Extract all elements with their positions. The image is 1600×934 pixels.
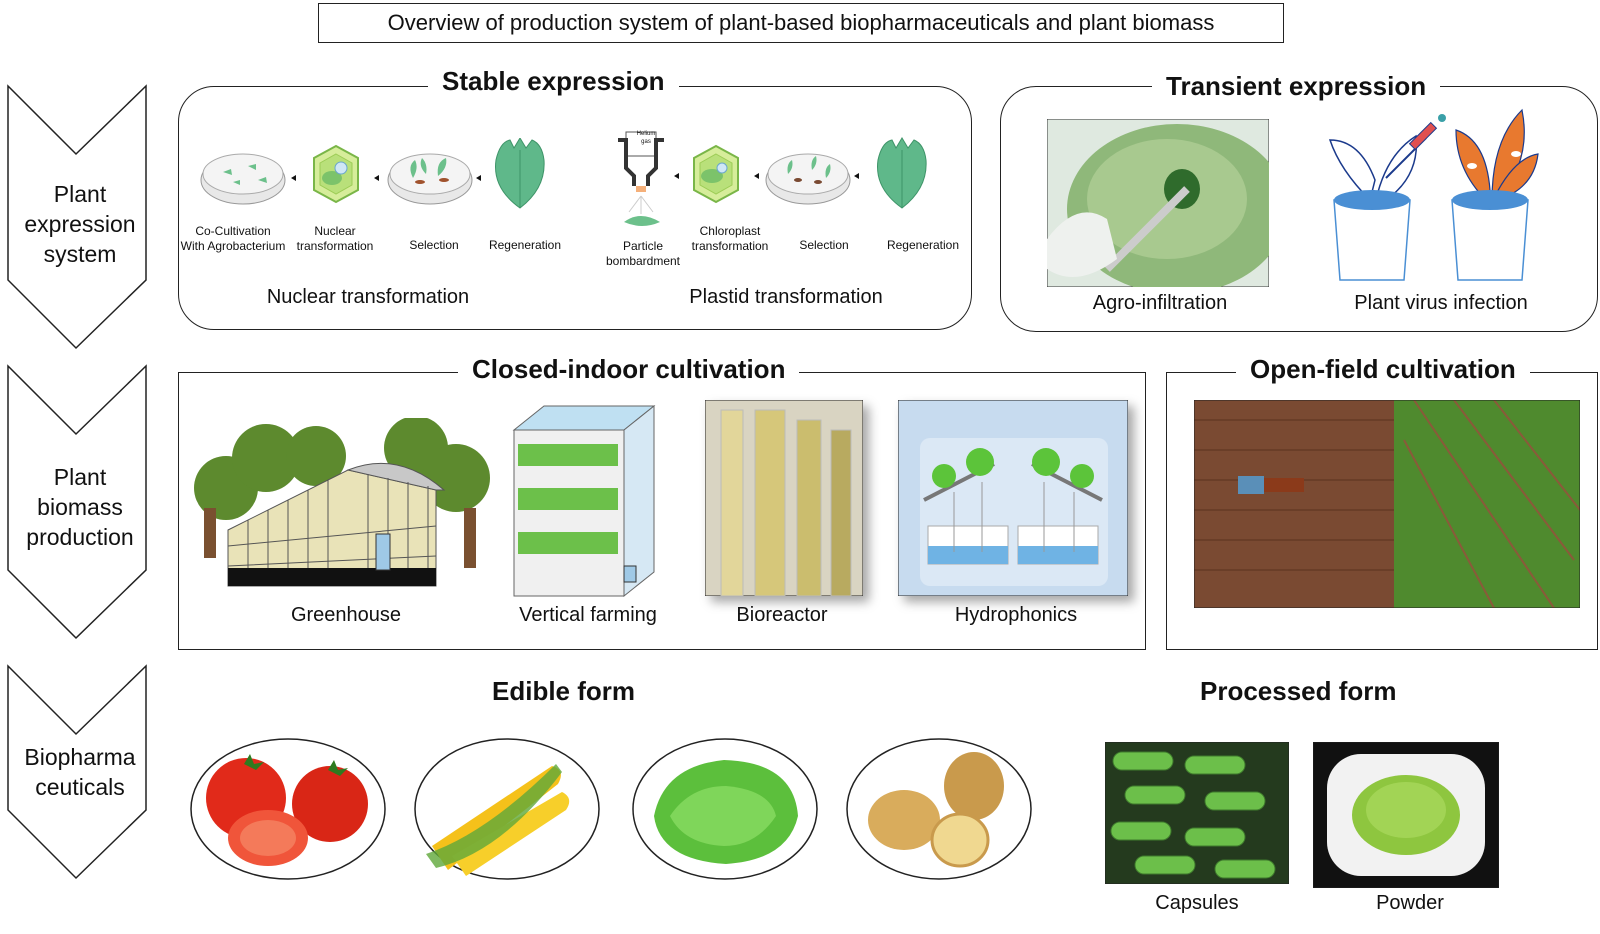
capsules-photo: [1105, 742, 1289, 884]
vertical-farming-illustration: [512, 404, 656, 598]
transient-expression-title: Transient expression: [1152, 71, 1441, 102]
lettuce-image: [632, 738, 818, 880]
hydroponics-illustration: [898, 400, 1128, 596]
edible-form-title: Edible form: [492, 676, 636, 706]
bioreactor-label: Bioreactor: [736, 604, 828, 626]
plant-virus-infection-illustration: [1328, 108, 1539, 281]
nuclear-transformation-label: Nuclear transformation: [266, 286, 470, 308]
stage-chevron-1: [7, 84, 147, 350]
open-field-photo: [1194, 400, 1580, 608]
agro-infiltration-photo: [1047, 119, 1269, 287]
capsules-label: Capsules: [1155, 892, 1239, 914]
main-title: Overview of production system of plant-b…: [318, 3, 1284, 43]
powder-photo: [1313, 742, 1499, 888]
stage-chevron-3: [7, 664, 147, 880]
greenhouse-illustration: [194, 418, 490, 587]
bioreactor-photo: [705, 400, 863, 596]
hydroponics-label: Hydrophonics: [954, 604, 1078, 626]
plastid-transformation-label: Plastid transformation: [689, 286, 883, 308]
agro-infiltration-label: Agro-infiltration: [1092, 292, 1228, 314]
plastid-transformation-diagram: [618, 131, 927, 226]
step-regeneration-2: Regeneration: [886, 238, 960, 252]
closed-indoor-title: Closed-indoor cultivation: [458, 354, 800, 385]
nuclear-transformation-diagram: [200, 138, 545, 209]
step-selection-1: Selection: [409, 238, 459, 252]
corn-image: [414, 738, 600, 880]
stage-chevron-2: [7, 364, 147, 640]
step-regeneration-1: Regeneration: [488, 238, 562, 252]
vertical-farming-label: Vertical farming: [519, 604, 657, 626]
processed-form-title: Processed form: [1200, 676, 1397, 706]
greenhouse-label: Greenhouse: [290, 604, 402, 626]
powder-label: Powder: [1376, 892, 1444, 914]
step-selection-2: Selection: [799, 238, 849, 252]
stable-expression-title: Stable expression: [428, 66, 679, 97]
potato-image: [846, 738, 1032, 880]
plant-virus-infection-label: Plant virus infection: [1354, 292, 1528, 314]
tomato-image: [190, 738, 386, 880]
open-field-title: Open-field cultivation: [1236, 354, 1530, 385]
